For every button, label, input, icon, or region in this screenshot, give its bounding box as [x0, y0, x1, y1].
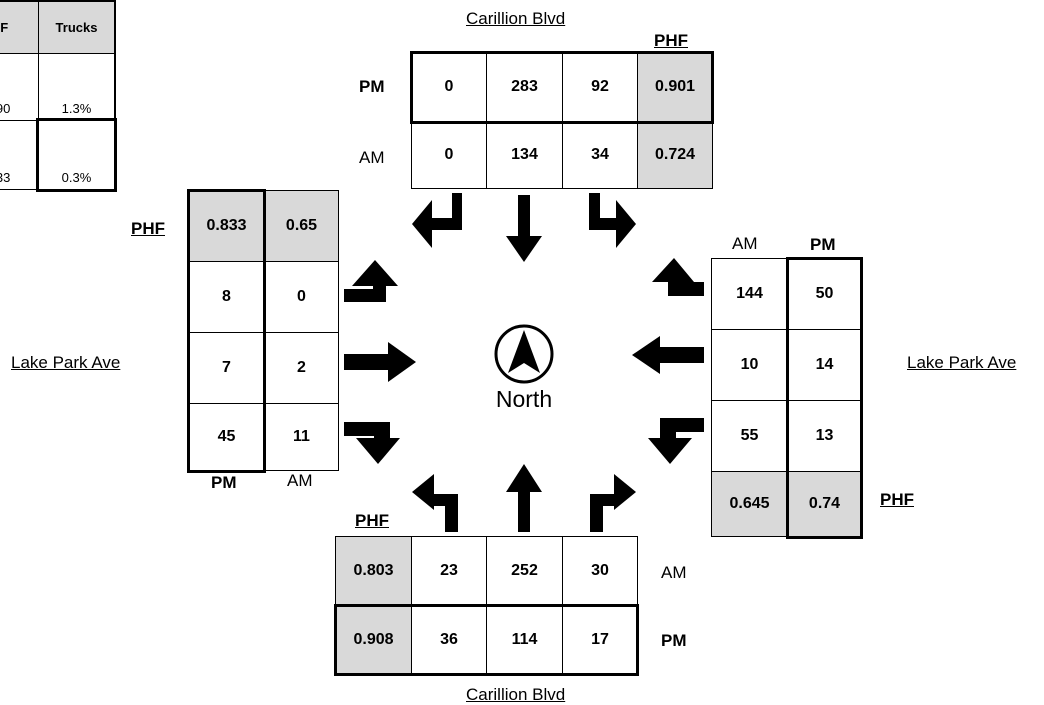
south-pm-right: 17 [562, 605, 638, 674]
east-phf-label: PHF [880, 490, 914, 509]
wb-left-turn-arrow [344, 260, 398, 302]
south-pm-left: 36 [411, 605, 487, 674]
nb-right-turn-arrow [589, 193, 636, 248]
south-am-label: AM [661, 563, 687, 582]
eb-right-turn-arrow [652, 258, 704, 296]
street-name-north: Carillion Blvd [466, 9, 566, 28]
north-label: North [495, 386, 553, 412]
east-am-phf: 0.645 [711, 471, 788, 537]
west-am-right: 11 [264, 403, 339, 471]
west-pm-right: 45 [188, 403, 265, 471]
south-am-left: 23 [411, 536, 487, 606]
west-phf-label: PHF [131, 219, 165, 238]
north-pm-right: 92 [562, 52, 638, 122]
south-am-phf: 0.803 [335, 536, 412, 606]
west-pm-label: PM [211, 473, 237, 492]
west-am-phf: 0.65 [264, 190, 339, 262]
east-am-through: 10 [711, 329, 788, 401]
west-pm-left: 8 [188, 261, 265, 333]
south-pm-through: 114 [486, 605, 563, 674]
sb-right-turn-arrow [590, 474, 636, 532]
north-am-right: 34 [562, 121, 638, 189]
sb-left-turn-arrow [412, 474, 458, 532]
south-am-right: 30 [562, 536, 638, 606]
west-am-left: 0 [264, 261, 339, 333]
summary-header-trucks: Trucks [38, 0, 115, 54]
wb-through-arrow [344, 342, 416, 382]
east-am-left: 55 [711, 400, 788, 472]
north-am-left: 0 [411, 121, 487, 189]
east-pm-label: PM [810, 235, 836, 254]
street-name-east: Lake Park Ave [907, 353, 1017, 372]
nb-through-arrow [506, 195, 542, 262]
street-name-south: Carillion Blvd [466, 685, 566, 704]
north-pm-left: 0 [411, 52, 487, 122]
north-am-phf: 0.724 [637, 121, 713, 189]
north-compass: North [486, 318, 562, 418]
north-pm-label: PM [359, 77, 385, 96]
south-phf-label: PHF [355, 511, 389, 530]
street-name-west: Lake Park Ave [11, 353, 121, 372]
nb-left-turn-arrow [412, 193, 462, 248]
wb-right-turn-arrow [344, 422, 400, 464]
south-pm-label: PM [661, 631, 687, 650]
eb-left-turn-arrow [648, 418, 704, 464]
east-am-right: 144 [711, 258, 788, 330]
east-am-label: AM [732, 234, 758, 253]
north-am-through: 134 [486, 121, 563, 189]
west-am-label: AM [287, 471, 313, 490]
north-arrow-icon [494, 324, 554, 384]
eb-through-arrow [632, 336, 704, 374]
north-am-label: AM [359, 148, 385, 167]
sb-through-arrow [506, 464, 542, 532]
north-pm-through: 283 [486, 52, 563, 122]
east-pm-through: 14 [787, 329, 862, 401]
north-phf-label: PHF [654, 31, 688, 50]
